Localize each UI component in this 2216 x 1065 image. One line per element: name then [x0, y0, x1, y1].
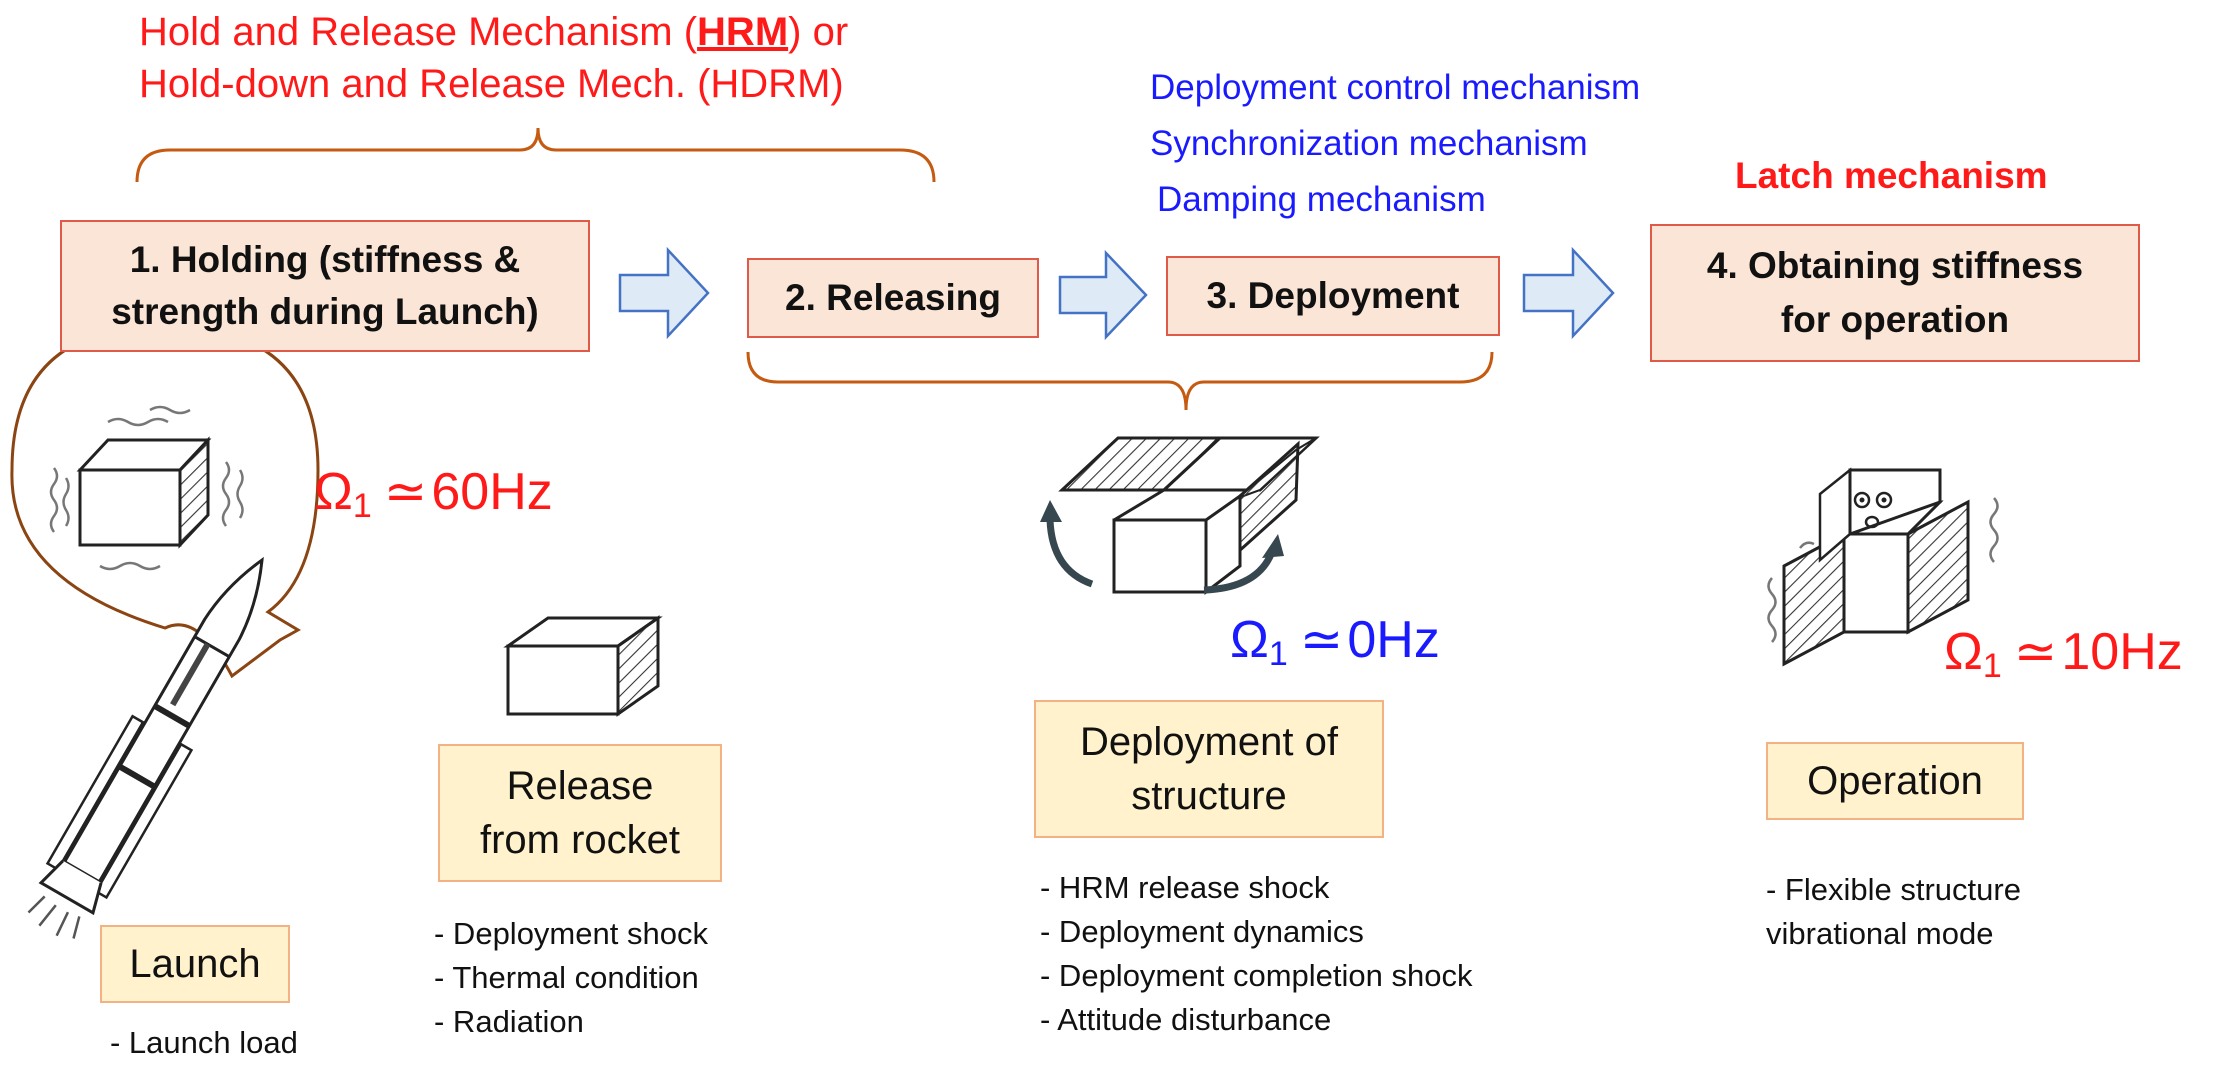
- list-item: - Attitude disturbance: [1040, 1002, 1332, 1037]
- frequency-operation: Ω1≃10Hz: [1944, 623, 2183, 685]
- list-item: - Deployment dynamics: [1040, 914, 1364, 949]
- flow-arrow-2: [1058, 249, 1148, 341]
- mechanism-synchronization: Synchronization mechanism: [1150, 124, 1588, 163]
- rocket-sketch: [27, 556, 264, 939]
- deploying-structure-sketch: [1040, 436, 1320, 596]
- frequency-deployment: Ω1≃0Hz: [1230, 611, 1440, 673]
- stage-launch: Launch: [100, 925, 290, 1003]
- mechanism-damping: Damping mechanism: [1157, 180, 1486, 219]
- phase-releasing: 2. Releasing: [747, 258, 1039, 338]
- list-item: vibrational mode: [1766, 916, 1994, 951]
- release-bullets: - Deployment shock - Thermal condition -…: [434, 912, 708, 1044]
- flow-arrow-3: [1522, 246, 1615, 340]
- stage-release-from-rocket: Release from rocket: [438, 744, 722, 882]
- mechanism-deployment-control: Deployment control mechanism: [1150, 68, 1641, 107]
- released-cube-sketch: [503, 615, 663, 717]
- vibrating-cube-bubble: [10, 324, 320, 679]
- stage-deployment-of-structure: Deployment of structure: [1034, 700, 1384, 838]
- list-item: - Radiation: [434, 1004, 584, 1039]
- hrm-label-line2: Hold-down and Release Mech. (HDRM): [139, 62, 844, 106]
- frequency-launch: Ω1≃60Hz: [314, 463, 553, 525]
- flow-arrow-1: [618, 246, 710, 340]
- hrm-label: Hold and Release Mechanism (HRM) or Hold…: [139, 6, 848, 110]
- phase-obtaining-stiffness: 4. Obtaining stiffness for operation: [1650, 224, 2140, 362]
- operational-structure-sketch: [1767, 467, 1999, 667]
- list-item: - Thermal condition: [434, 960, 699, 995]
- hrm-label-line1: Hold and Release Mechanism (HRM) or: [139, 10, 849, 54]
- operation-bullets: - Flexible structure vibrational mode: [1766, 868, 2021, 956]
- hrm-bracket: [135, 127, 936, 183]
- list-item: - Deployment completion shock: [1040, 958, 1473, 993]
- phase-holding: 1. Holding (stiffness & strength during …: [60, 220, 590, 352]
- hrm-acronym: HRM: [697, 10, 789, 54]
- stage-operation: Operation: [1766, 742, 2024, 820]
- latch-mechanism-label: Latch mechanism: [1735, 155, 2048, 196]
- list-item: - Launch load: [110, 1025, 298, 1060]
- launch-bullets: - Launch load: [110, 1021, 298, 1065]
- phase-deployment: 3. Deployment: [1166, 256, 1500, 336]
- deployment-bracket: [746, 351, 1494, 411]
- list-item: - Flexible structure: [1766, 872, 2021, 907]
- deployment-bullets: - HRM release shock - Deployment dynamic…: [1040, 866, 1472, 1042]
- list-item: - Deployment shock: [434, 916, 708, 951]
- list-item: - HRM release shock: [1040, 870, 1330, 905]
